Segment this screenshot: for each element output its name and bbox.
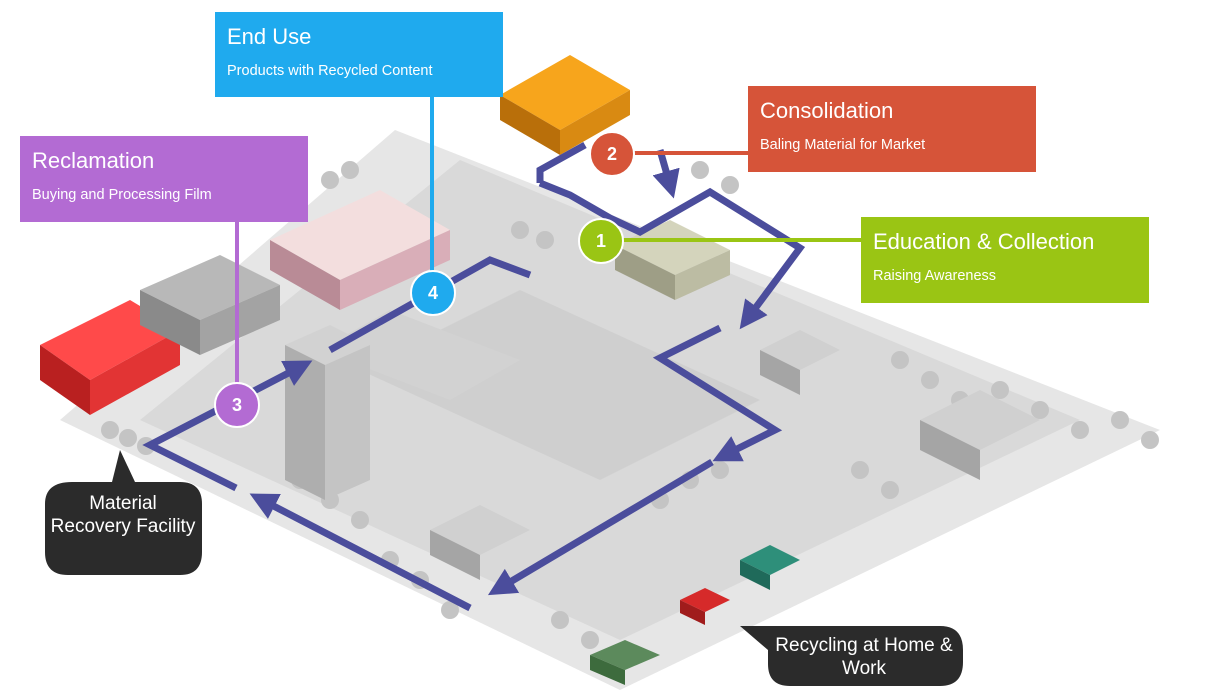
education-title: Education & Collection xyxy=(873,229,1095,254)
route-arrow-left xyxy=(249,493,472,612)
consolidation-title: Consolidation xyxy=(760,98,894,123)
route-arrow-consolidation xyxy=(652,149,680,199)
route-arrow-down-right xyxy=(538,179,806,330)
education-leader xyxy=(620,238,861,242)
reclamation-leader xyxy=(235,222,239,392)
route-arrow-top xyxy=(328,256,532,354)
step-badge-3: 3 xyxy=(214,382,260,428)
education-subtitle: Raising Awareness xyxy=(873,268,997,284)
end-use-title: End Use xyxy=(227,24,312,49)
consolidation-leader xyxy=(632,151,748,155)
route-arrow-down-left xyxy=(487,458,714,596)
home-work-bubble xyxy=(740,626,963,686)
consolidation-callout: Consolidation Baling Material for Market xyxy=(748,86,1036,172)
end-use-subtitle: Products with Recycled Content xyxy=(227,63,433,79)
step-badge-2: 2 xyxy=(589,131,635,177)
reclamation-callout: Reclamation Buying and Processing Film xyxy=(20,136,308,222)
mrf-label: Material Recovery Facility xyxy=(50,493,196,537)
mrf-bubble xyxy=(45,450,202,575)
home-work-label: Recycling at Home & Work xyxy=(775,635,953,679)
route-arrow-down xyxy=(652,324,783,462)
education-callout: Education & Collection Raising Awareness xyxy=(861,217,1149,303)
reclamation-title: Reclamation xyxy=(32,148,155,173)
buildings xyxy=(40,55,1040,685)
end-use-leader xyxy=(430,97,434,277)
reclamation-subtitle: Buying and Processing Film xyxy=(32,187,212,203)
speech-bubbles xyxy=(45,450,963,686)
end-use-callout: End Use Products with Recycled Content xyxy=(215,12,503,97)
step-badge-4: 4 xyxy=(410,270,456,316)
consolidation-subtitle: Baling Material for Market xyxy=(760,137,926,153)
step-badge-1: 1 xyxy=(578,218,624,264)
route-arrow-start xyxy=(536,141,587,183)
